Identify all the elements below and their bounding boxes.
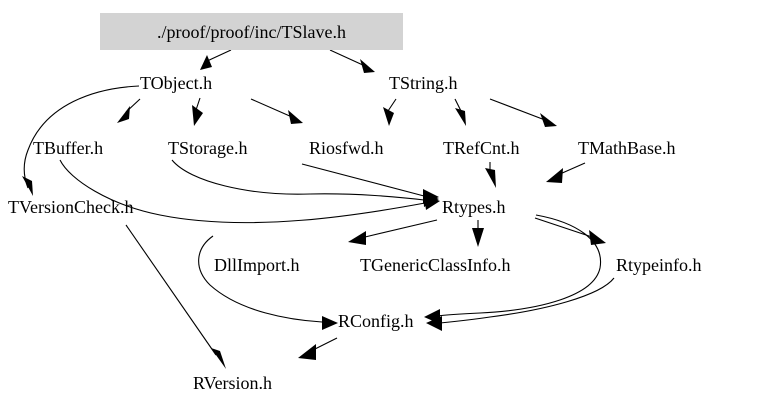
edge-dllimport-to-rconfig xyxy=(198,235,323,323)
arrowhead-tobject-to-tstorage xyxy=(192,105,203,126)
node-root-tslave[interactable]: ./proof/proof/inc/TSlave.h xyxy=(100,13,403,50)
edge-root-to-tstring xyxy=(329,49,366,67)
edge-tstorage-to-rtypes xyxy=(171,159,425,201)
node-rtypes[interactable]: Rtypes.h xyxy=(442,197,506,217)
arrowhead-dllimport-to-rconfig xyxy=(322,316,338,330)
arrowhead-rtypes-to-rconfig xyxy=(424,309,440,324)
arrowhead-tstring-to-trefcnt xyxy=(455,108,466,126)
node-tstorage[interactable]: TStorage.h xyxy=(168,138,248,158)
edge-tversion-to-rversion xyxy=(125,224,217,356)
edge-tstring-to-tmathbase xyxy=(489,98,546,121)
arrowhead-tstring-to-tmathbase xyxy=(540,113,557,127)
edge-tmathbase-to-rtypes xyxy=(559,162,586,175)
arrowhead-root-to-tobject xyxy=(200,55,212,70)
arrowhead-rtypes-to-rtypeinfo xyxy=(589,230,606,245)
arrowhead-tstorage-to-rtypes xyxy=(423,192,439,207)
edge-rconfig-to-rversion xyxy=(312,337,338,351)
arrowhead-tobject-to-tversion xyxy=(22,176,33,196)
edge-riosfwd-to-rtypes xyxy=(301,163,425,197)
arrowhead-tmathbase-to-rtypes xyxy=(546,168,563,183)
arrowhead-tbuffer-to-rtypes xyxy=(424,195,440,210)
arrowhead-tobject-to-tbuffer xyxy=(117,106,130,123)
arrowhead-riosfwd-to-rtypes xyxy=(423,189,439,204)
node-rconfig[interactable]: RConfig.h xyxy=(338,311,414,331)
node-tgenericclassinfo[interactable]: TGenericClassInfo.h xyxy=(360,255,511,275)
node-riosfwd[interactable]: Riosfwd.h xyxy=(309,138,384,158)
edge-tstring-to-trefcnt xyxy=(454,98,462,112)
edge-tobject-to-riosfwd xyxy=(250,98,293,118)
edge-tobject-to-tversion xyxy=(23,85,140,189)
edge-rtypeinfo-to-rconfig xyxy=(439,277,615,324)
arrowhead-rtypes-to-tgeneric xyxy=(472,228,484,247)
node-dllimport[interactable]: DllImport.h xyxy=(214,255,300,275)
edge-tobject-to-tbuffer xyxy=(125,98,141,113)
edge-root-to-tobject xyxy=(204,49,232,63)
node-rversion[interactable]: RVersion.h xyxy=(193,373,273,393)
edge-tstring-to-riosfwd xyxy=(387,98,397,112)
node-tstring[interactable]: TString.h xyxy=(389,73,458,93)
node-tbuffer[interactable]: TBuffer.h xyxy=(33,138,104,158)
arrowhead-trefcnt-to-rtypes xyxy=(485,168,496,188)
node-tmathbase[interactable]: TMathBase.h xyxy=(578,138,676,158)
node-tversioncheck[interactable]: TVersionCheck.h xyxy=(8,197,134,217)
node-trefcnt[interactable]: TRefCnt.h xyxy=(443,138,520,158)
edge-rtypes-to-dllimport xyxy=(364,219,438,238)
arrowhead-tstring-to-riosfwd xyxy=(383,107,394,126)
arrowhead-rtypeinfo-to-rconfig xyxy=(426,316,442,331)
node-tobject[interactable]: TObject.h xyxy=(140,73,213,93)
node-rtypeinfo[interactable]: Rtypeinfo.h xyxy=(616,255,702,275)
edge-rtypes-to-rtypeinfo xyxy=(534,217,593,238)
arrowhead-root-to-tstring xyxy=(360,59,375,73)
arrowhead-tobject-to-riosfwd xyxy=(288,110,303,124)
arrowhead-tversion-to-rversion xyxy=(211,348,226,369)
arrowhead-rtypes-to-dllimport xyxy=(348,231,366,245)
arrowhead-rconfig-to-rversion xyxy=(298,344,316,360)
edge-tobject-to-tstorage xyxy=(195,97,201,111)
